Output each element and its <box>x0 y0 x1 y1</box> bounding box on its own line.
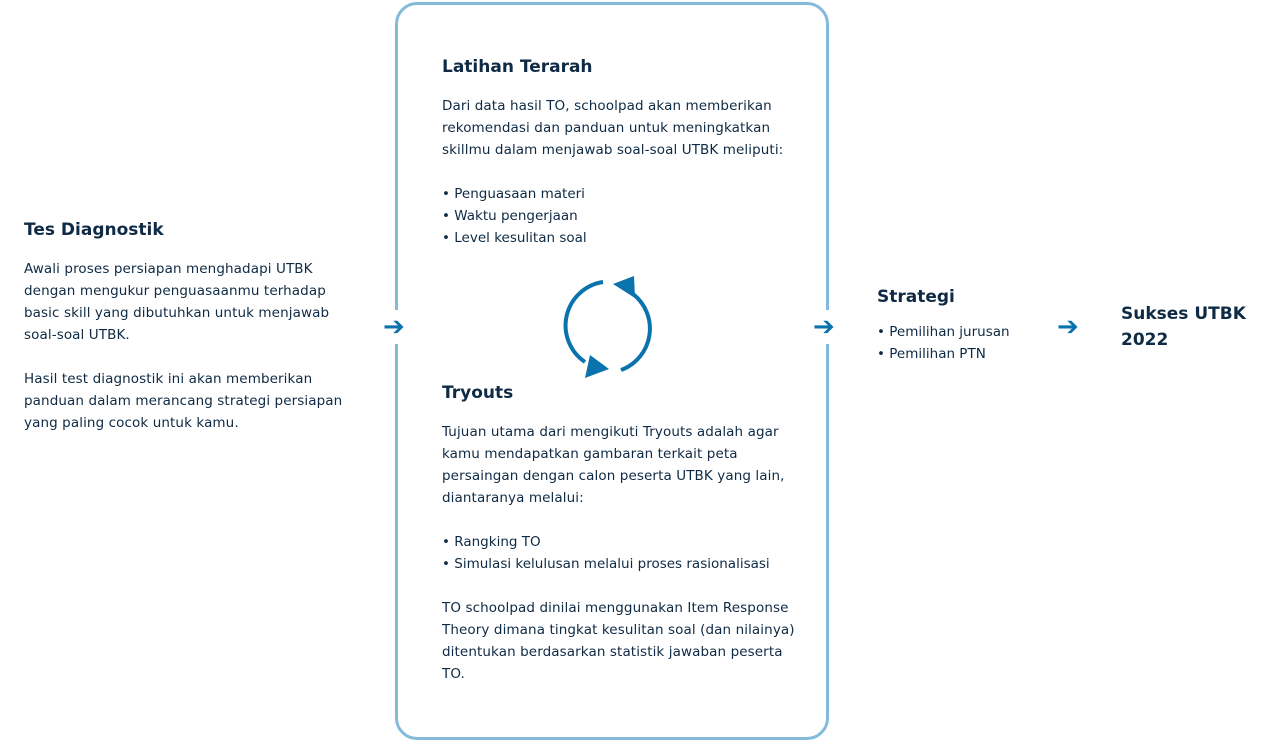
list-item: Level kesulitan soal <box>442 227 792 249</box>
strategi-list: Pemilihan jurusan Pemilihan PTN <box>877 321 1047 365</box>
tes-diagnostik-result: Hasil test diagnostik ini akan memberika… <box>24 371 343 431</box>
arrow-right-icon: ➔ <box>1057 312 1079 342</box>
arrow-right-icon: ➔ <box>813 312 835 342</box>
border-gap-left <box>392 310 400 344</box>
list-item: Pemilihan jurusan <box>877 321 1047 343</box>
step-strategi: Strategi Pemilihan jurusan Pemilihan PTN <box>877 287 1047 365</box>
step-tes-diagnostik: Tes Diagnostik Awali proses persiapan me… <box>24 220 354 434</box>
arrow-right-icon: ➔ <box>383 312 405 342</box>
strategi-title: Strategi <box>877 287 955 307</box>
training-box <box>395 2 829 740</box>
step-sukses: Sukses UTBK 2022 <box>1121 301 1261 353</box>
latihan-desc: Dari data hasil TO, schoolpad akan membe… <box>442 98 784 158</box>
tryouts-title: Tryouts <box>442 383 514 403</box>
border-gap-right <box>822 310 830 344</box>
list-item: Simulasi kelulusan melalui proses rasion… <box>442 553 797 575</box>
sukses-title: Sukses UTBK 2022 <box>1121 304 1246 350</box>
cycle-icon <box>563 276 652 378</box>
tryouts-list: Rangking TO Simulasi kelulusan melalui p… <box>442 531 797 575</box>
step-tryouts: Tryouts Tujuan utama dari mengikuti Tryo… <box>442 383 797 685</box>
latihan-list: Penguasaan materi Waktu pengerjaan Level… <box>442 183 792 249</box>
latihan-title: Latihan Terarah <box>442 57 593 77</box>
list-item: Pemilihan PTN <box>877 343 1047 365</box>
list-item: Waktu pengerjaan <box>442 205 792 227</box>
tryouts-irt-desc: TO schoolpad dinilai menggunakan Item Re… <box>442 600 795 682</box>
list-item: Penguasaan materi <box>442 183 792 205</box>
tes-diagnostik-title: Tes Diagnostik <box>24 220 164 240</box>
tryouts-desc: Tujuan utama dari mengikuti Tryouts adal… <box>442 424 785 506</box>
list-item: Rangking TO <box>442 531 797 553</box>
tes-diagnostik-desc: Awali proses persiapan menghadapi UTBK d… <box>24 261 330 343</box>
step-latihan-terarah: Latihan Terarah Dari data hasil TO, scho… <box>442 57 792 249</box>
